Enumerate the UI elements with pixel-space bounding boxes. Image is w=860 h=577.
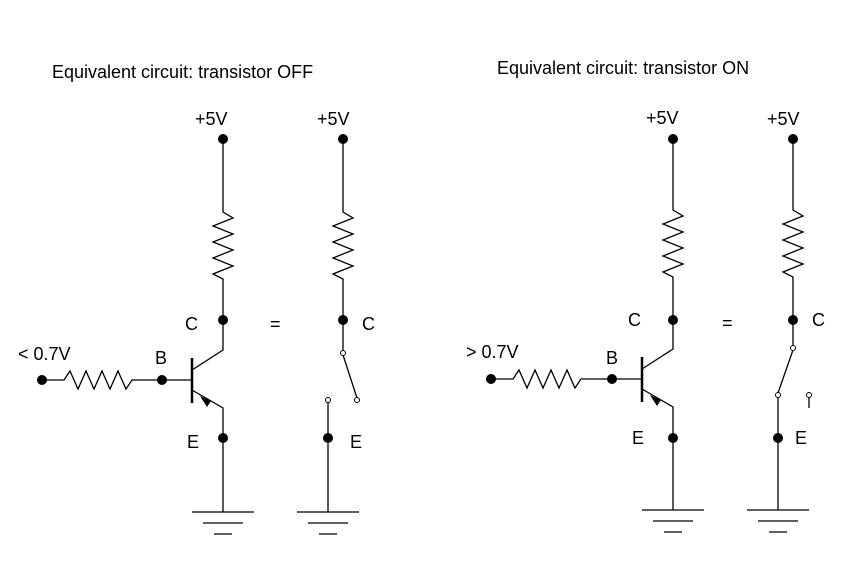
left-eq-supply-label: +5V: [317, 109, 350, 129]
left-switch-equivalent: +5V C E: [297, 109, 375, 535]
right-collector-resistor: [661, 139, 685, 320]
right-eq-supply-label: +5V: [767, 109, 800, 129]
right-eq-resistor: [781, 139, 805, 320]
right-switch-open-terminal: [806, 392, 812, 398]
left-supply-label: +5V: [195, 109, 228, 129]
right-eq-ground-symbol: [747, 509, 809, 533]
right-emitter-label: E: [632, 428, 644, 448]
left-eq-collector-label: C: [362, 314, 375, 334]
left-switch-contact: [325, 397, 331, 403]
right-eq-collector-label: C: [812, 310, 825, 330]
left-collector-resistor: [211, 139, 235, 320]
left-eq-emitter-node: [323, 433, 333, 443]
left-collector-label: C: [185, 314, 198, 334]
left-base-resistor: [42, 369, 162, 391]
right-switch-equivalent: +5V C E: [747, 109, 825, 533]
right-title: Equivalent circuit: transistor ON: [497, 58, 749, 78]
right-equals-sign: =: [722, 313, 733, 333]
left-eq-resistor: [331, 139, 355, 320]
left-input-label: < 0.7V: [18, 344, 71, 364]
right-base-label: B: [606, 348, 618, 368]
left-panel: Equivalent circuit: transistor OFF +5V C…: [18, 62, 375, 535]
right-switch-pivot: [790, 345, 796, 351]
right-switch-contact: [775, 392, 781, 398]
right-supply-label: +5V: [646, 108, 679, 128]
right-emitter-arrow: [650, 395, 661, 406]
left-ground-symbol: [192, 511, 254, 535]
left-emitter-label: E: [187, 432, 199, 452]
left-eq-emitter-label: E: [350, 432, 362, 452]
right-input-label: > 0.7V: [466, 342, 519, 362]
left-base-label: B: [155, 348, 167, 368]
right-npn-transistor: [612, 320, 674, 438]
left-switch-blade-open: [342, 354, 358, 399]
right-ground-symbol: [642, 509, 704, 533]
left-npn-transistor: [162, 320, 224, 438]
right-eq-emitter-node: [773, 433, 783, 443]
left-emitter-arrow: [200, 396, 211, 407]
left-transistor-circuit: +5V C < 0.7V B E: [18, 109, 254, 535]
left-title: Equivalent circuit: transistor OFF: [52, 62, 313, 82]
left-equals-sign: =: [270, 314, 281, 334]
right-switch-blade-closed: [777, 349, 794, 394]
left-switch-pivot: [340, 350, 346, 356]
right-panel: Equivalent circuit: transistor ON +5V C …: [466, 58, 825, 533]
right-eq-emitter-label: E: [795, 428, 807, 448]
right-base-resistor: [491, 368, 612, 390]
right-transistor-circuit: +5V C > 0.7V B E: [466, 108, 704, 533]
left-switch-tip: [354, 397, 360, 403]
right-collector-label: C: [628, 310, 641, 330]
left-eq-ground-symbol: [297, 511, 359, 535]
